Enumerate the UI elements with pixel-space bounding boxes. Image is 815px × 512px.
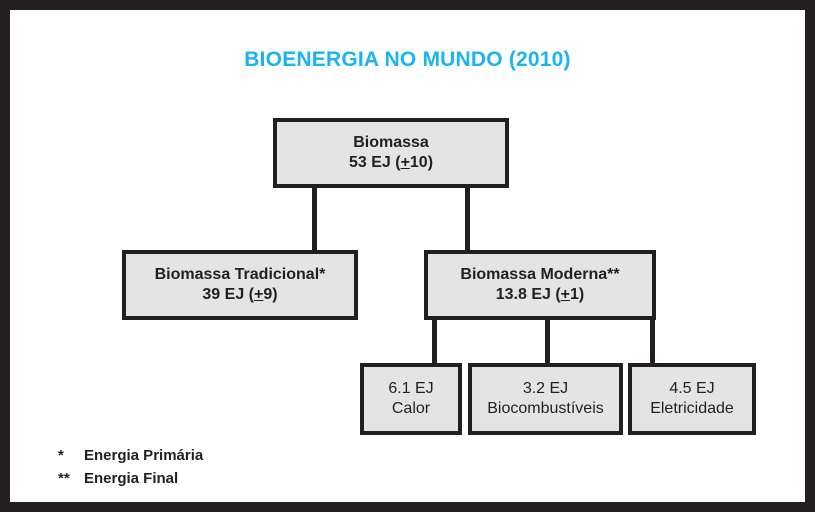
node-biocombustiveis[interactable]: 3.2 EJ Biocombustíveis (468, 363, 623, 435)
footnote-final-text: Energia Final (84, 470, 179, 488)
node-calor-label: Calor (391, 400, 431, 417)
node-biomassa-tradicional[interactable]: Biomassa Tradicional* 39 EJ (+9) (122, 250, 358, 320)
node-calor[interactable]: 6.1 EJ Calor (360, 363, 462, 435)
node-biomassa-value: 53 EJ (+10) (348, 154, 434, 171)
plus-minus-symbol: + (254, 286, 264, 303)
connector-moderna-to-calor (432, 313, 437, 363)
footnote-primary-text: Energia Primária (84, 447, 204, 464)
node-eletricidade-value: 4.5 EJ (669, 380, 715, 398)
footnote-final: ** Energia Final (58, 467, 203, 490)
node-moderna-label: Biomassa Moderna** (460, 266, 620, 284)
node-biomassa-moderna[interactable]: Biomassa Moderna** 13.8 EJ (+1) (424, 250, 656, 320)
node-biocombustiveis-value: 3.2 EJ (522, 380, 569, 398)
connector-biomassa-to-tradicional (312, 183, 317, 251)
footnote-marker-double: ** (58, 470, 70, 488)
node-tradicional-value: 39 EJ (+9) (202, 286, 278, 303)
footnote-marker-single: * (58, 447, 64, 464)
node-biocombustiveis-label: Biocombustíveis (487, 400, 604, 417)
connector-biomassa-to-moderna (465, 183, 470, 251)
page-title: BIOENERGIA NO MUNDO (2010) (244, 48, 571, 71)
plus-minus-symbol: + (400, 154, 410, 171)
node-eletricidade-label: Eletricidade (650, 400, 734, 417)
connector-moderna-to-biocombustiveis (545, 313, 550, 363)
node-moderna-value: 13.8 EJ (+1) (495, 286, 585, 303)
footnotes: * Energia Primária ** Energia Final (58, 444, 203, 491)
connector-moderna-to-eletricidade (650, 313, 655, 363)
node-biomassa-label: Biomassa (353, 134, 429, 152)
footnote-primary: * Energia Primária (58, 444, 203, 467)
node-tradicional-label: Biomassa Tradicional* (154, 266, 326, 284)
node-eletricidade[interactable]: 4.5 EJ Eletricidade (628, 363, 756, 435)
diagram-canvas: BIOENERGIA NO MUNDO (2010) Biomassa 53 E… (10, 10, 805, 502)
node-biomassa[interactable]: Biomassa 53 EJ (+10) (273, 118, 509, 188)
plus-minus-symbol: + (560, 286, 571, 303)
node-calor-value: 6.1 EJ (388, 380, 434, 398)
